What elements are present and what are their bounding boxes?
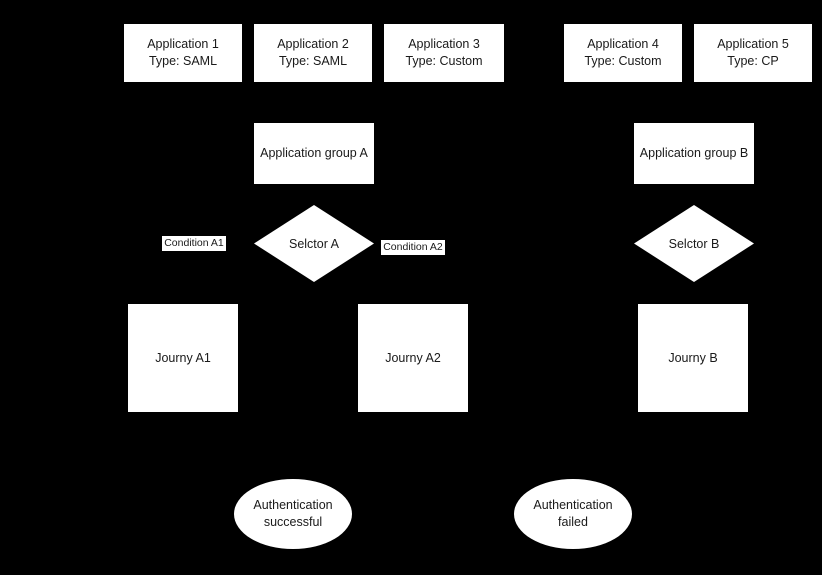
application-box-3[interactable]: Application 3 Type: Custom: [384, 24, 504, 82]
condition-label-a2: Condition A2: [381, 240, 445, 255]
application-group-b[interactable]: Application group B: [634, 123, 754, 184]
selector-a-shape: [254, 205, 374, 282]
condition-label-a1: Condition A1: [162, 236, 226, 251]
outcome-authentication-failed[interactable]: Authentication failed: [514, 479, 632, 549]
outcome-authentication-successful[interactable]: Authentication successful: [234, 479, 352, 549]
selector-a[interactable]: Selctor A: [254, 205, 374, 282]
application-box-1[interactable]: Application 1 Type: SAML: [124, 24, 242, 82]
application-box-4[interactable]: Application 4 Type: Custom: [564, 24, 682, 82]
journey-a2[interactable]: Journy A2: [358, 304, 468, 412]
selector-b[interactable]: Selctor B: [634, 205, 754, 282]
application-group-a[interactable]: Application group A: [254, 123, 374, 184]
journey-a1[interactable]: Journy A1: [128, 304, 238, 412]
selector-b-shape: [634, 205, 754, 282]
application-box-5[interactable]: Application 5 Type: CP: [694, 24, 812, 82]
application-box-2[interactable]: Application 2 Type: SAML: [254, 24, 372, 82]
journey-b[interactable]: Journy B: [638, 304, 748, 412]
